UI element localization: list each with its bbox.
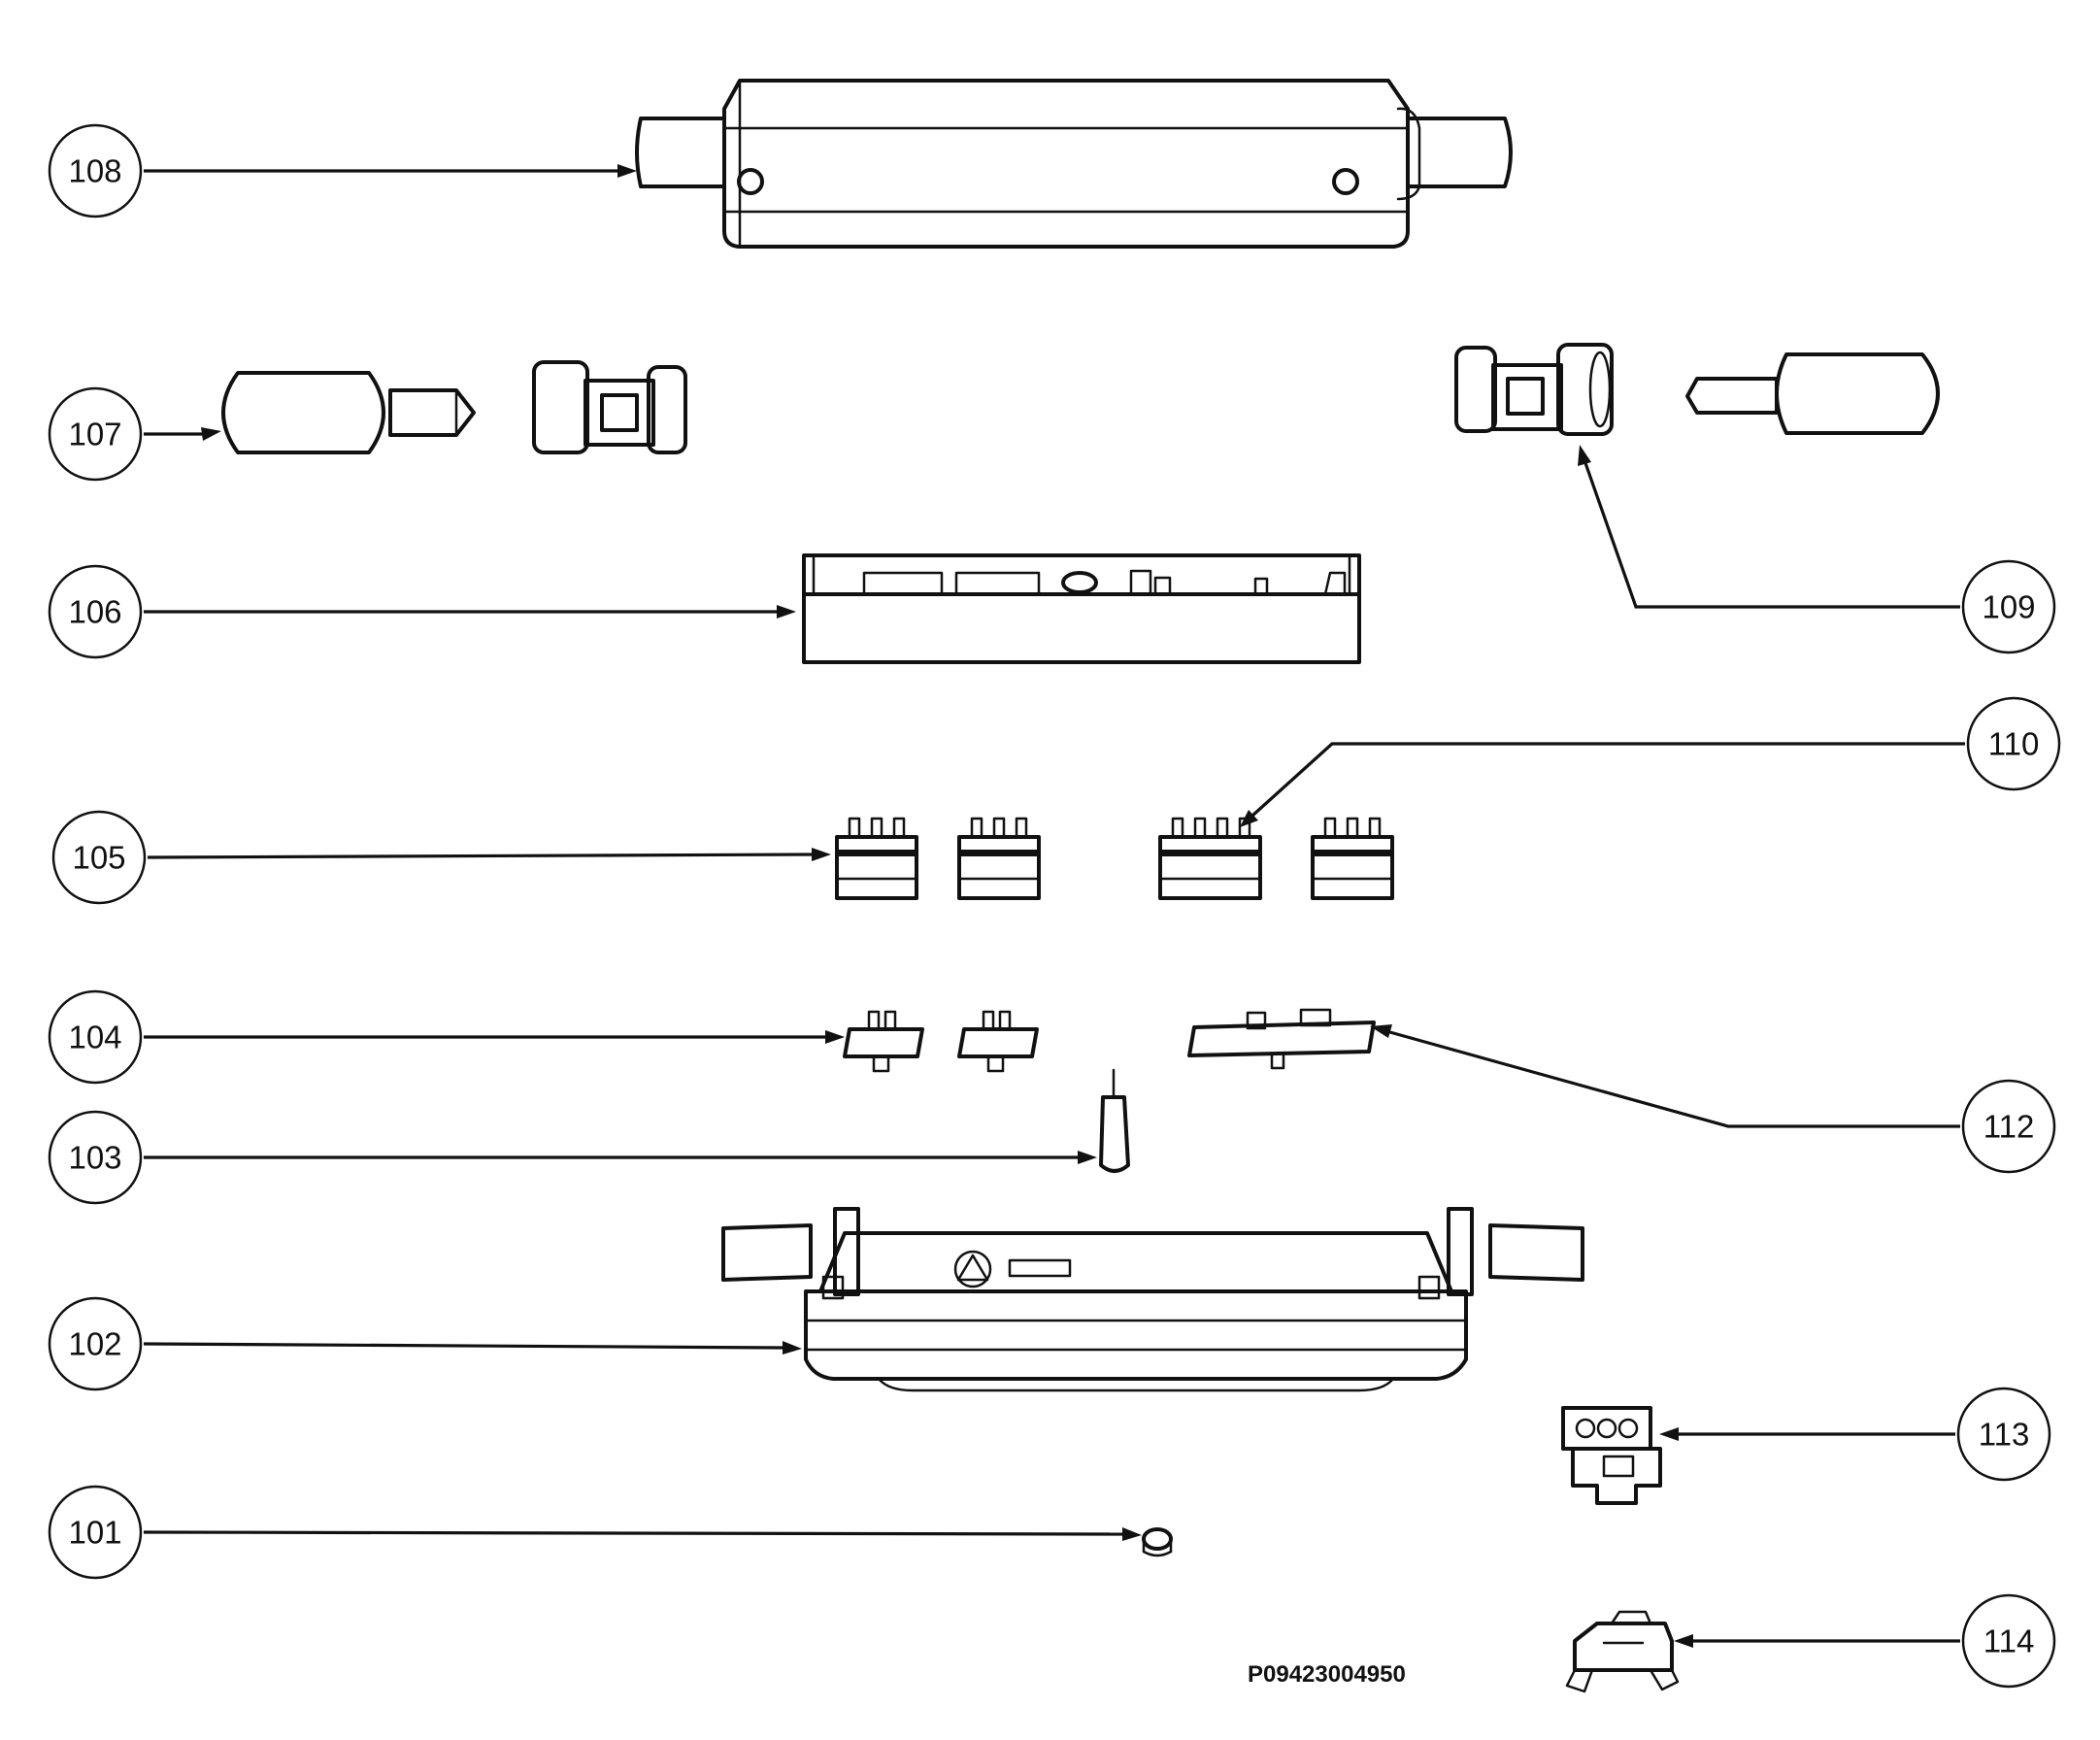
leader-105 <box>147 848 831 861</box>
callout-112: 112 <box>1961 1079 2056 1174</box>
callout-106-label: 106 <box>68 594 121 630</box>
leader-102 <box>143 1341 802 1355</box>
callout-102-label: 102 <box>68 1326 121 1362</box>
callout-104-label: 104 <box>68 1020 121 1055</box>
part-105-terminal-block-2 <box>957 817 1041 900</box>
callout-101: 101 <box>48 1485 143 1580</box>
part-108-upper-housing <box>635 79 1513 249</box>
callout-108-label: 108 <box>68 153 121 189</box>
drawing-code: P09423004950 <box>1248 1661 1406 1688</box>
part-105-terminal-block-4 <box>1311 817 1394 900</box>
callout-103-label: 103 <box>68 1140 121 1176</box>
part-104-switch-carrier-1 <box>843 1010 924 1073</box>
leader-112 <box>1370 1024 1960 1128</box>
callout-114-label: 114 <box>1983 1623 2035 1659</box>
part-103-pin <box>1099 1068 1130 1173</box>
callout-113: 113 <box>1956 1387 2051 1482</box>
leader-113 <box>1659 1427 1955 1441</box>
part-107-left-sleeve <box>532 360 687 454</box>
part-110-terminal-block-3 <box>1158 817 1262 900</box>
callout-109: 109 <box>1961 559 2056 654</box>
callout-110: 110 <box>1966 696 2061 791</box>
leader-107 <box>144 427 221 441</box>
part-101-cap <box>1142 1527 1173 1557</box>
leader-103 <box>144 1151 1097 1164</box>
part-106-carrier-tray <box>802 553 1361 664</box>
leader-108 <box>144 164 637 178</box>
part-109-right-plug <box>1685 352 1940 435</box>
leader-lines <box>143 164 1965 1648</box>
callout-108: 108 <box>48 123 143 218</box>
callout-103: 103 <box>48 1110 143 1205</box>
part-109-right-sleeve <box>1454 343 1614 436</box>
callout-102: 102 <box>48 1296 143 1391</box>
leader-106 <box>144 605 796 619</box>
callout-105: 105 <box>51 810 147 905</box>
leader-104 <box>144 1030 845 1044</box>
callout-110-label: 110 <box>1988 726 2040 762</box>
leader-109 <box>1578 445 1960 609</box>
leader-110 <box>1240 742 1965 827</box>
part-102-base-housing <box>721 1207 1584 1392</box>
part-114-bracket-connector <box>1565 1610 1680 1693</box>
callout-101-label: 101 <box>68 1515 121 1551</box>
part-113-connector <box>1561 1406 1662 1505</box>
part-105-terminal-block-1 <box>835 817 918 900</box>
leader-101 <box>143 1527 1142 1541</box>
part-107-left-plug <box>221 371 476 454</box>
leader-114 <box>1674 1634 1960 1648</box>
callout-104: 104 <box>48 989 143 1085</box>
callout-106: 106 <box>48 564 143 659</box>
part-112-switch-carrier-3 <box>1187 1008 1376 1070</box>
callout-113-label: 113 <box>1979 1417 2030 1453</box>
callout-107-label: 107 <box>68 417 121 452</box>
callout-107: 107 <box>48 386 143 482</box>
callout-114: 114 <box>1961 1593 2056 1689</box>
callout-105-label: 105 <box>72 840 125 876</box>
callout-109-label: 109 <box>1982 589 2035 625</box>
callout-112-label: 112 <box>1983 1109 2035 1145</box>
part-104-switch-carrier-2 <box>957 1010 1039 1073</box>
